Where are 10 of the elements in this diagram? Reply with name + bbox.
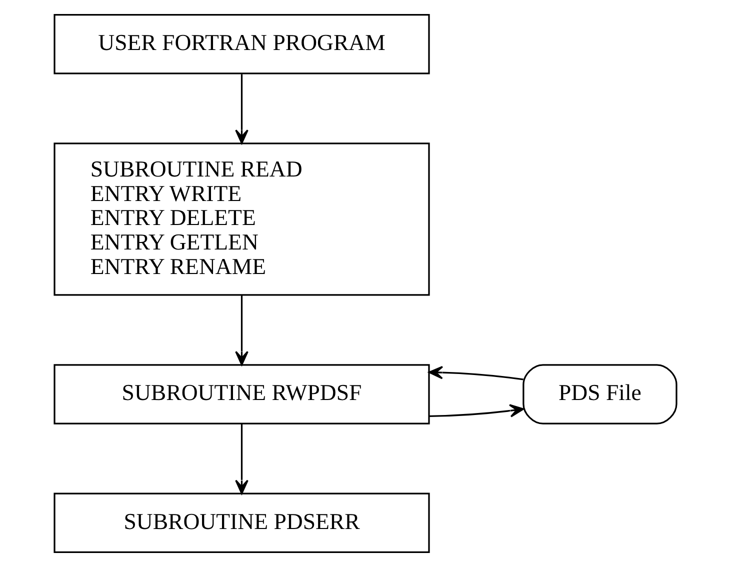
node-box: SUBROUTINE RWPDSF bbox=[53, 364, 430, 424]
arrow bbox=[234, 295, 248, 366]
arrow bbox=[234, 424, 248, 494]
node-box: SUBROUTINE PDSERR bbox=[53, 492, 430, 553]
node-box: SUBROUTINE READ ENTRY WRITE ENTRY DELETE ENTRY GETLEN ENTRY RENAME bbox=[53, 142, 430, 296]
arrow bbox=[428, 366, 523, 380]
node-box: USER FORTRAN PROGRAM bbox=[53, 14, 430, 74]
arrow bbox=[428, 404, 524, 418]
node-box: PDS File bbox=[522, 364, 677, 424]
arrow bbox=[234, 74, 248, 144]
